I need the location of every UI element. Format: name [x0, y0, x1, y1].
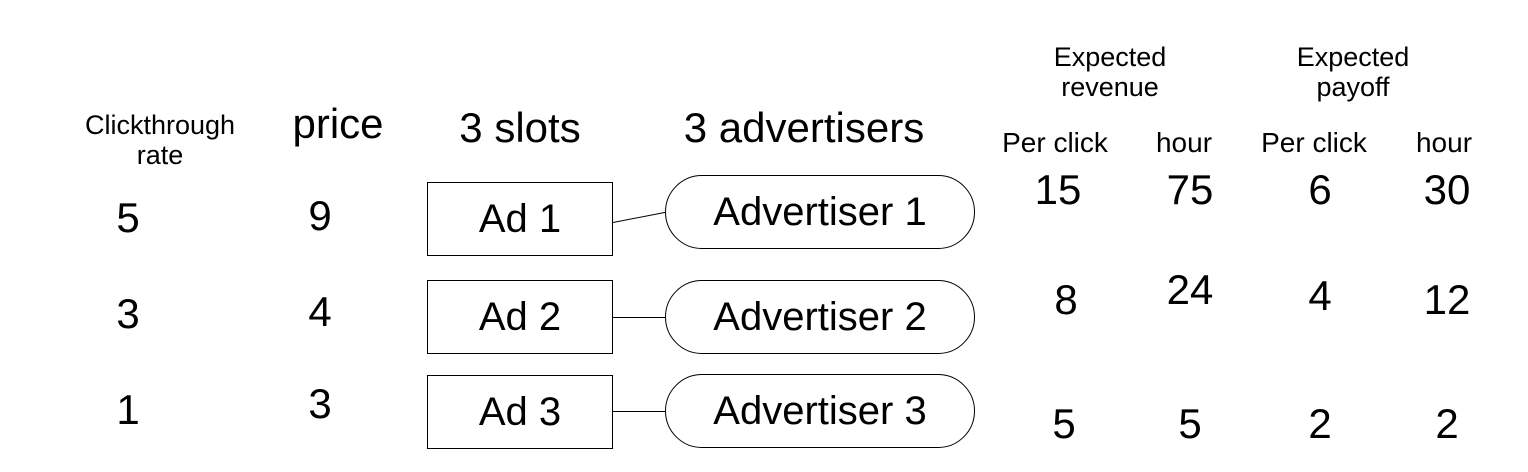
connector-row2	[613, 317, 667, 318]
expected-payoff-header: Expected payoff	[1297, 42, 1410, 102]
row3-revenue-hour: 5	[1178, 400, 1202, 447]
row2-revenue-hour: 24	[1166, 266, 1214, 313]
advertiser-1-label: Advertiser 1	[713, 189, 927, 234]
slots-header: 3 slots	[459, 104, 581, 151]
row1-revenue-hour: 75	[1166, 166, 1214, 213]
row2-payoff-per-click: 4	[1308, 272, 1332, 319]
row1-revenue-per-click: 15	[1034, 166, 1082, 213]
revenue-hour-header: hour	[1155, 127, 1213, 158]
slot-ad-2-label: Ad 2	[478, 294, 562, 339]
advertiser-3: Advertiser 3	[665, 374, 975, 448]
advertiser-2: Advertiser 2	[665, 280, 975, 354]
row2-payoff-hour: 12	[1423, 276, 1471, 323]
expected-payoff-line1: Expected	[1296, 42, 1410, 72]
connector-row3	[613, 411, 667, 412]
payoff-per-click-header: Per click	[1261, 127, 1367, 158]
row3-ctr: 1	[116, 386, 140, 433]
slot-ad-2: Ad 2	[427, 280, 613, 354]
price-header: price	[292, 100, 384, 147]
expected-payoff-line2: payoff	[1316, 72, 1390, 102]
clickthrough-rate-header: Clickthrough rate	[85, 110, 235, 170]
row3-revenue-per-click: 5	[1052, 400, 1076, 447]
expected-revenue-line2: revenue	[1061, 72, 1159, 102]
row1-ctr: 5	[116, 194, 140, 241]
revenue-per-click-header: Per click	[1002, 127, 1108, 158]
row3-payoff-per-click: 2	[1308, 400, 1332, 447]
slot-ad-3: Ad 3	[427, 375, 613, 449]
slot-ad-1: Ad 1	[427, 182, 613, 256]
advertiser-1: Advertiser 1	[665, 175, 975, 249]
advertisers-header: 3 advertisers	[683, 104, 925, 151]
slot-ad-1-label: Ad 1	[478, 196, 562, 241]
row1-payoff-per-click: 6	[1308, 166, 1332, 213]
row1-payoff-hour: 30	[1423, 166, 1471, 213]
row1-price: 9	[308, 192, 332, 239]
slot-ad-3-label: Ad 3	[478, 389, 562, 434]
expected-revenue-header: Expected revenue	[1054, 42, 1167, 102]
row3-payoff-hour: 2	[1435, 400, 1459, 447]
payoff-hour-header: hour	[1415, 127, 1473, 158]
expected-revenue-line1: Expected	[1053, 42, 1167, 72]
row2-revenue-per-click: 8	[1054, 276, 1078, 323]
row2-ctr: 3	[116, 290, 140, 337]
clickthrough-rate-header-line2: rate	[136, 140, 184, 170]
row3-price: 3	[308, 380, 332, 427]
connector-row1	[613, 211, 668, 223]
advertiser-3-label: Advertiser 3	[713, 388, 927, 433]
advertiser-2-label: Advertiser 2	[713, 294, 927, 339]
clickthrough-rate-header-line1: Clickthrough	[84, 110, 236, 140]
row2-price: 4	[308, 288, 332, 335]
